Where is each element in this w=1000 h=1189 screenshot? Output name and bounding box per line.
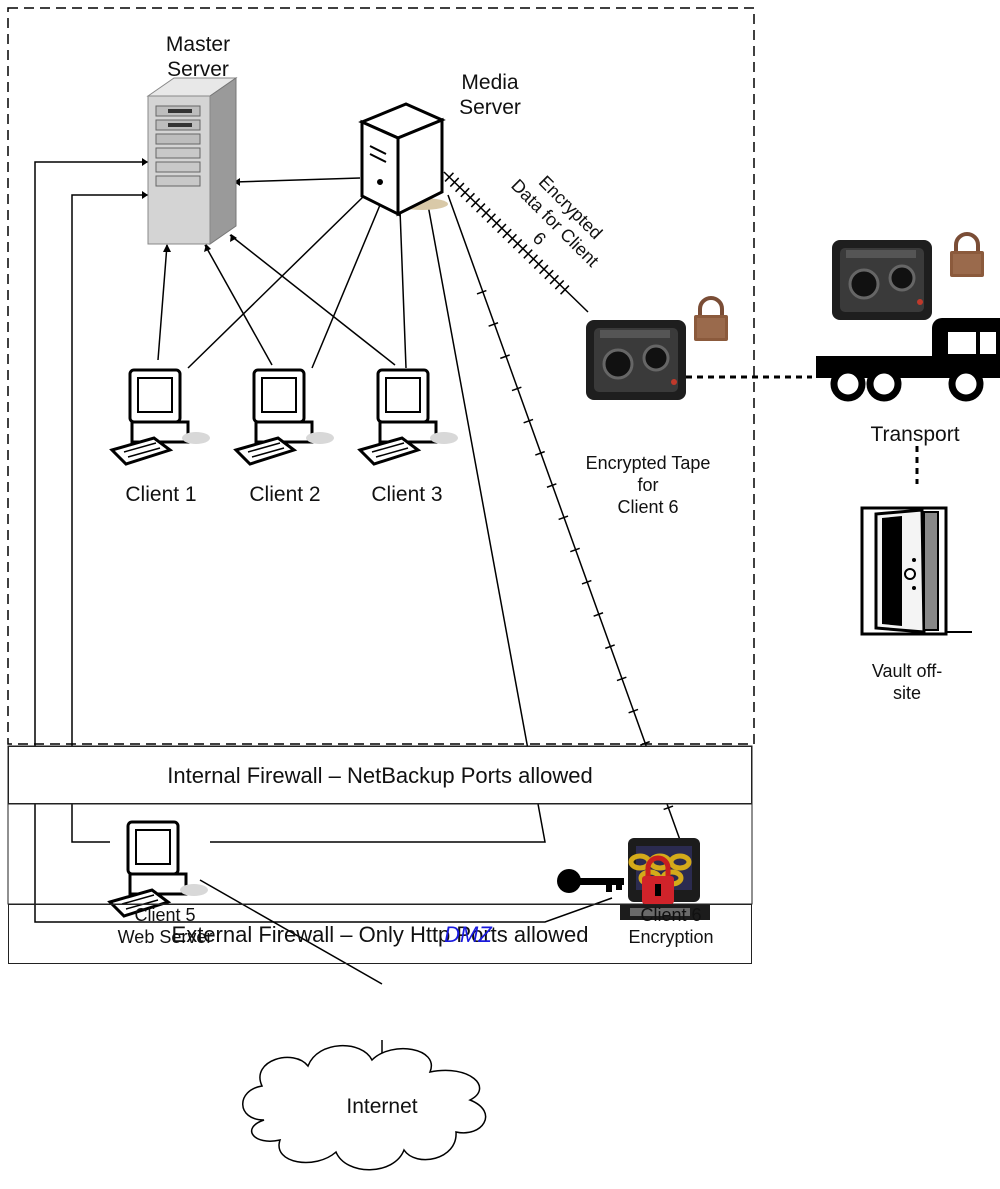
media-server-label: Media Server — [459, 71, 521, 119]
link-media-client3 — [399, 209, 407, 369]
key-icon — [557, 869, 624, 893]
client1-label: Client 1 — [125, 483, 197, 506]
dmz-label: DMZ — [444, 922, 492, 947]
lock-icon — [692, 296, 730, 343]
tape-icon[interactable] — [584, 318, 688, 402]
link-client5-media — [210, 204, 546, 843]
lock-icon — [948, 232, 986, 279]
client3-label: Client 3 — [371, 483, 443, 506]
link-media-master — [233, 177, 361, 183]
link-master-client2 — [204, 244, 273, 366]
truck-icon[interactable] — [816, 318, 1000, 402]
transport-label: Transport — [870, 423, 960, 446]
computer-icon[interactable] — [110, 368, 212, 466]
arrowheads — [142, 158, 240, 252]
link-media-client1 — [187, 194, 366, 369]
vault-label: Vault off- site — [871, 661, 943, 703]
server-icon[interactable] — [358, 102, 448, 217]
computer-icon[interactable] — [358, 368, 460, 466]
link-master-client3 — [229, 234, 396, 366]
cloud-icon — [242, 1045, 487, 1171]
computer-icon[interactable] — [234, 368, 336, 466]
encrypted-tape-label: Encrypted Tape for Client 6 — [585, 453, 711, 517]
link-client6-master — [34, 161, 613, 923]
external-firewall-box: External Firewall – Only Http Ports allo… — [8, 904, 752, 964]
link-media-client2 — [311, 204, 381, 369]
server-tower-icon[interactable] — [146, 77, 238, 245]
link-master-client1 — [157, 244, 168, 361]
internet-label: Internet — [346, 1095, 418, 1118]
tape-icon — [830, 238, 934, 322]
internal-firewall-band — [7, 745, 753, 805]
client6-label: Client 6 Encryption — [628, 905, 714, 947]
computer-icon[interactable] — [108, 820, 210, 918]
client2-label: Client 2 — [249, 483, 321, 506]
master-server-label: Master Server — [165, 33, 231, 81]
link-client5-master — [71, 194, 148, 843]
external-firewall-label: External Firewall – Only Http Ports allo… — [171, 922, 589, 947]
encrypted-data-link — [443, 171, 589, 313]
vault-icon[interactable] — [860, 506, 972, 636]
client6-encryption-icon[interactable] — [620, 838, 710, 920]
client5-label: Client 5 Web Server — [117, 905, 213, 947]
encrypted-client6-link — [447, 194, 681, 841]
link-client5-internet — [199, 879, 383, 985]
